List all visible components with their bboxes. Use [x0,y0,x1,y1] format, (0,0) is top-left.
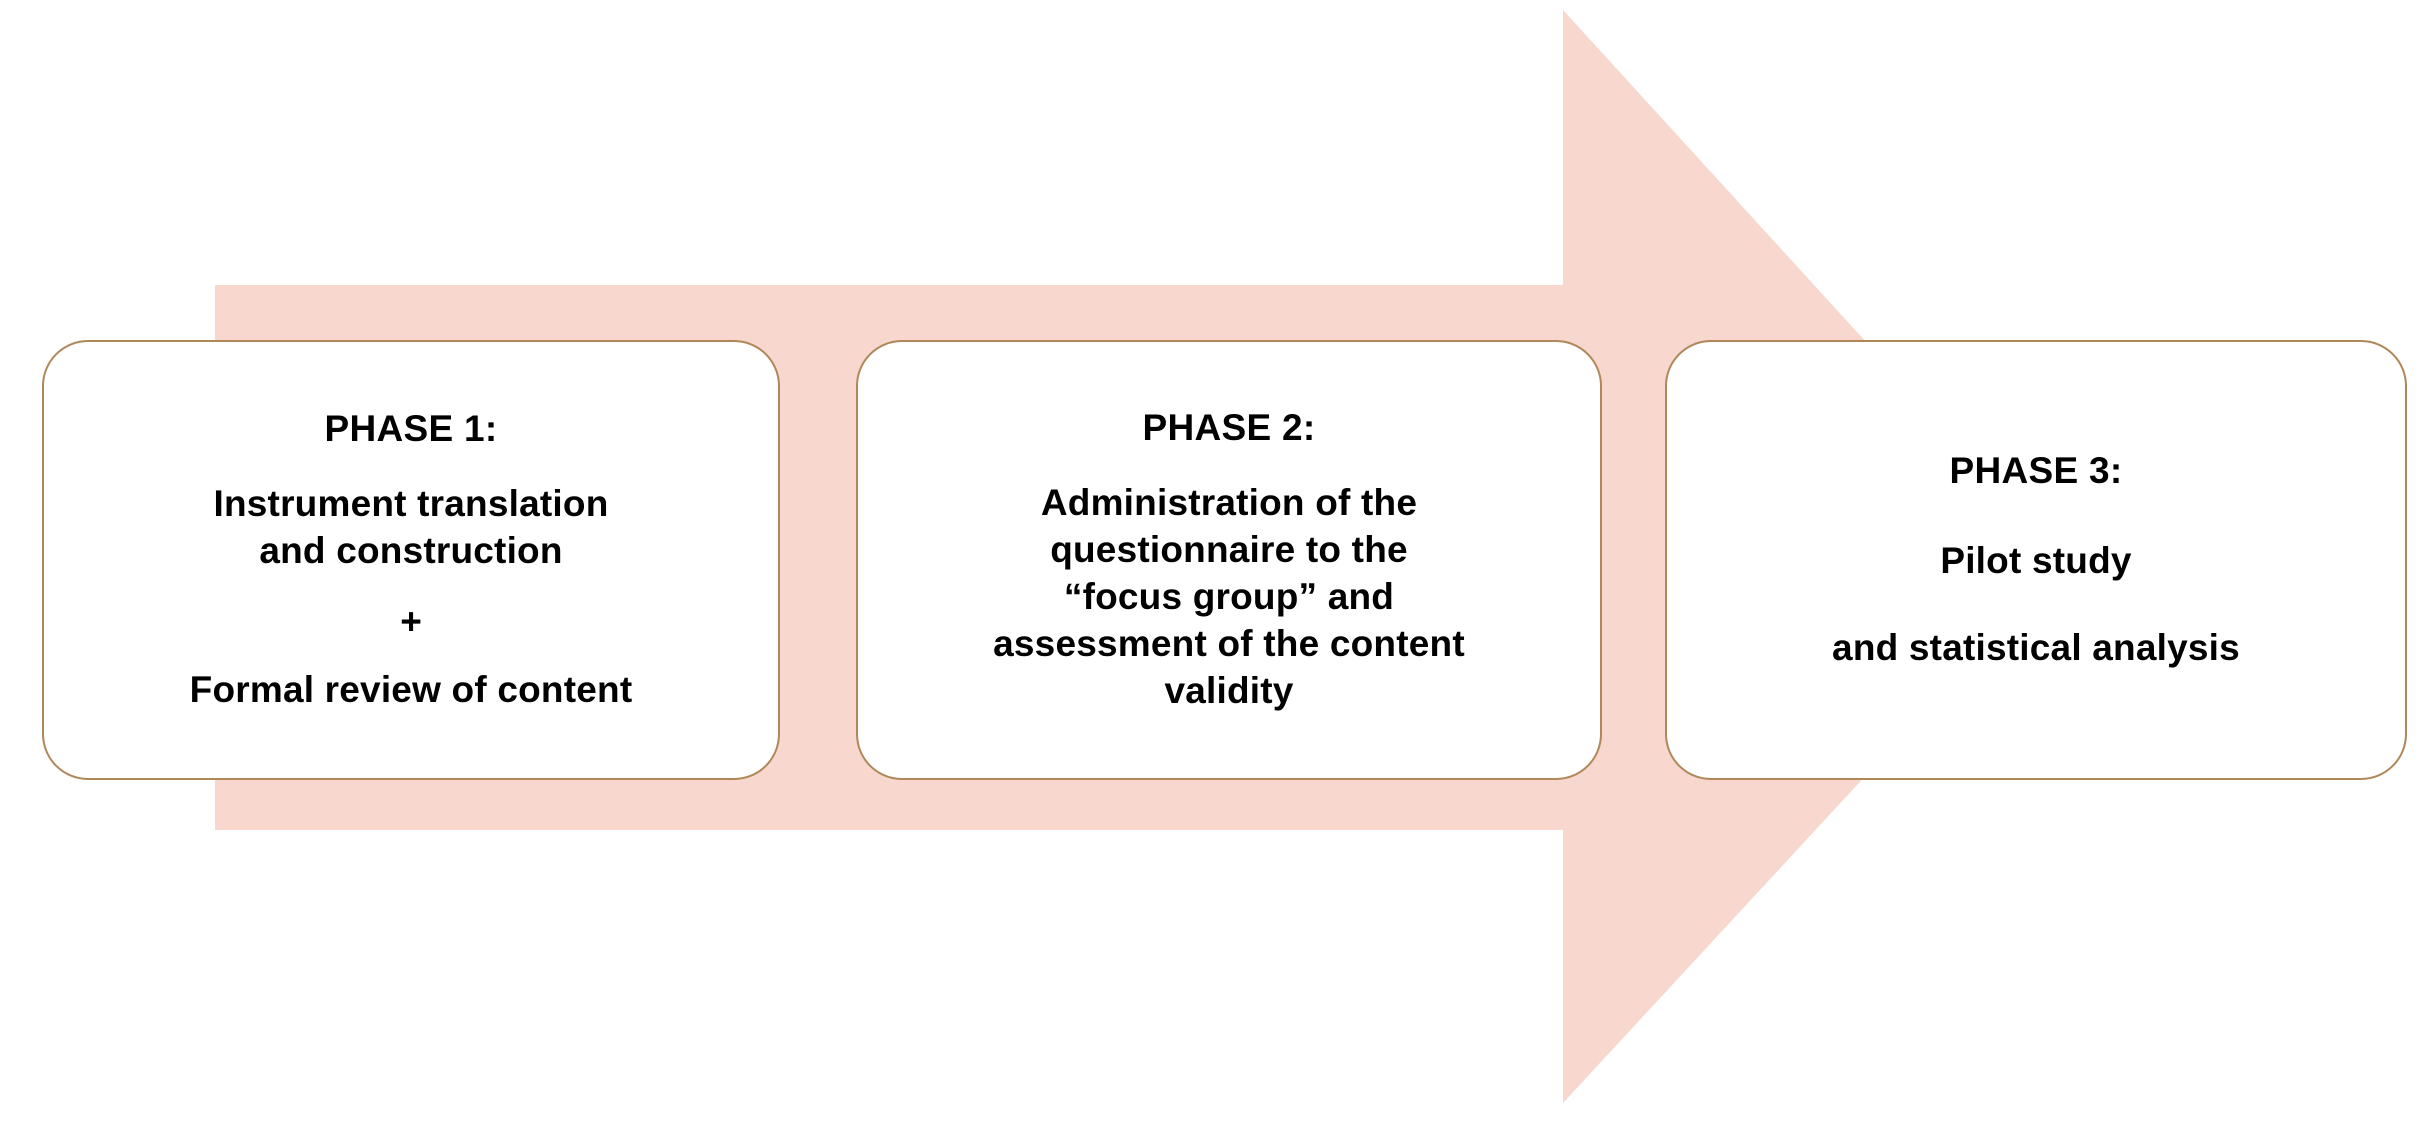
phase-1-title: PHASE 1: [324,408,498,450]
phase-1-plus-symbol: + [400,600,422,642]
phase-2-body-a: Administration of the questionnaire to t… [993,481,1465,711]
phase-2-title: PHASE 2: [1142,407,1316,449]
phase-1-body-b: Formal review of content [189,668,633,710]
phase-box-2: PHASE 2: Administration of the questionn… [856,340,1602,780]
phase-3-title: PHASE 3: [1949,449,2123,491]
phase-box-1: PHASE 1: Instrument translation and cons… [42,340,780,780]
phase-3-body-a: Pilot study [1940,540,2132,582]
phase-3-body-b: and statistical analysis [1832,627,2240,669]
phase-box-3: PHASE 3: Pilot study and statistical ana… [1665,340,2407,780]
phase-1-body-a: Instrument translation and construction [213,482,609,571]
